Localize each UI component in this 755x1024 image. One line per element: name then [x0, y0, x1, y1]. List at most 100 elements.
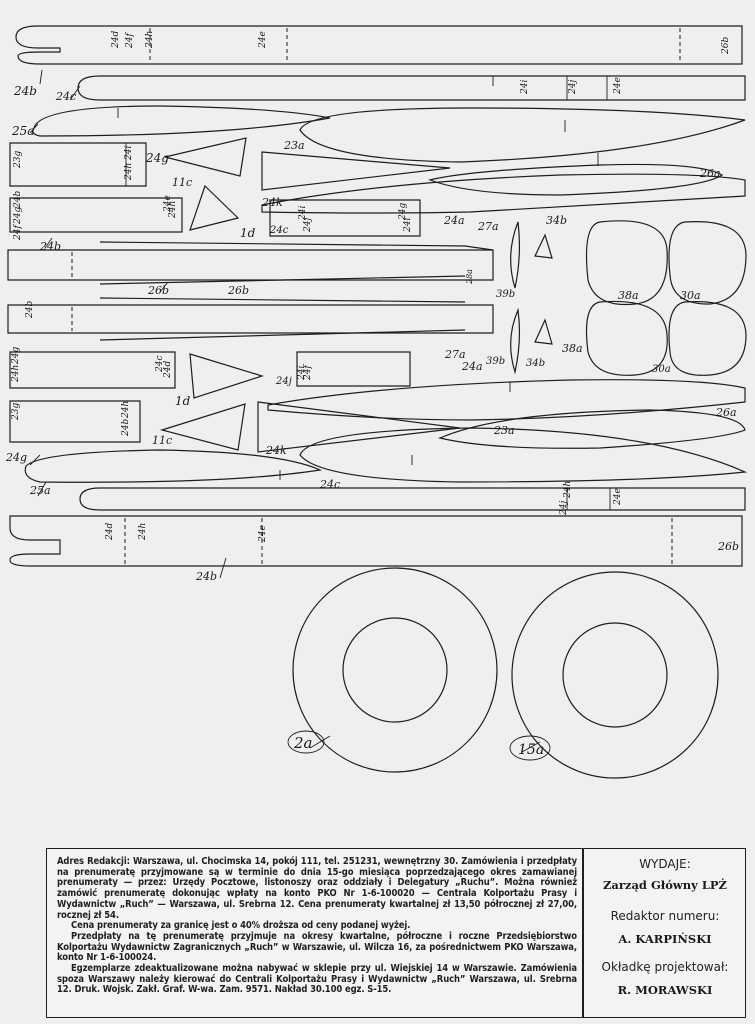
part-label-26a-b: 26a — [715, 406, 737, 419]
part-label-1d-a: 1d — [240, 226, 256, 240]
imprint-divider — [582, 849, 584, 1017]
part-label-24f-c: 24f — [303, 364, 313, 381]
part-label-24j-d: 24j — [559, 501, 569, 516]
rib-24a-lower — [267, 379, 746, 421]
part-label-26a-a: 26a — [699, 167, 721, 180]
part-label-24e-d: 24e — [258, 525, 268, 543]
part-label-26b-c: 26b — [227, 284, 249, 297]
part-label-24d-b: 24d — [163, 361, 173, 379]
part-label-24h-b: 24h — [124, 163, 134, 181]
label-leader-lines — [29, 69, 541, 753]
rib-airfoils-upper — [32, 105, 746, 163]
part-label-24d-c: 24d — [105, 523, 115, 541]
label-ring-15a — [509, 735, 551, 761]
part-label-24g-e: 24g — [5, 451, 27, 464]
part-label-24h-g: 24h — [138, 523, 148, 541]
part-label-39b-b: 39b — [486, 356, 505, 367]
part-label-1d-b: 1d — [175, 394, 191, 408]
part-label-24i-c: 24i — [298, 206, 308, 221]
part-label-24b-e: 24b — [121, 419, 131, 437]
cover-designer-name: R. MORAWSKI — [617, 983, 713, 997]
plate-24b-top — [9, 184, 421, 237]
part-label-24j-a: 24j — [568, 80, 578, 95]
part-label-24h-c: 24h — [168, 201, 178, 219]
part-label-24b-c: 24b — [39, 240, 61, 253]
part-label-24e-c: 24e — [163, 195, 173, 213]
part-label-15a-a: 15a — [518, 742, 544, 758]
editor-name: A. KARPIŃSKI — [618, 932, 712, 946]
part-label-24g-b: 24g — [13, 207, 23, 225]
part-label-24b-b: 24b — [13, 191, 23, 209]
imprint-credits: WYDAJE: Zarząd Główny LPŻ Redaktor numer… — [584, 849, 746, 1017]
part-label-24g-a: 24g — [145, 151, 169, 165]
stick-26b-upper — [7, 241, 494, 285]
part-label-26b-b: 26b — [147, 284, 169, 297]
strip-part-24c-lower — [79, 487, 746, 511]
part-label-24i-d: 24i — [403, 218, 413, 233]
part-label-24i-a: 24i — [520, 80, 530, 95]
part-label-38a-b: 38a — [562, 342, 583, 355]
stick-26b-lower — [7, 297, 494, 341]
small-parts-34b-39b — [510, 221, 553, 375]
imprint-paragraph-address: Adres Redakcji: Warszawa, ul. Chocimska … — [57, 856, 577, 921]
part-label-30a-b: 30a — [652, 364, 671, 375]
part-label-24h-e: 24h — [121, 401, 131, 419]
strip-part-24c-top — [77, 75, 746, 101]
publisher-name: Zarząd Główny LPŻ — [603, 878, 727, 892]
part-label-24h-f: 24h — [563, 481, 573, 499]
frames-38a-30a — [585, 220, 747, 376]
imprint-paragraph-subscription: Przedpłaty na tę prenumeratę przyjmuje n… — [57, 930, 577, 964]
part-label-24k-b: 24k — [265, 444, 287, 457]
part-label-23g-b: 23g — [11, 403, 21, 421]
part-label-24h-a: 24h — [145, 31, 155, 49]
part-label-11c-b: 11c — [152, 434, 172, 447]
plate-23g-lower — [9, 400, 246, 451]
spar-part-top — [15, 25, 743, 65]
part-label-24e-a: 24e — [258, 31, 268, 49]
part-label-26b-a: 26b — [721, 37, 731, 55]
wheel-15a — [511, 571, 719, 779]
part-label-24b-d: 24b — [25, 301, 35, 319]
part-label-25a-a: 25a — [11, 124, 34, 138]
part-label-24c-a: 24c — [55, 90, 76, 103]
part-label-34b-a: 34b — [546, 214, 567, 227]
plate-23g-top — [9, 137, 247, 187]
part-label-23a-b: 23a — [493, 424, 515, 437]
editor-label: Redaktor numeru: — [610, 909, 720, 923]
part-label-24g-c: 24g — [398, 203, 408, 221]
part-label-24a-b: 24a — [461, 360, 483, 373]
part-label-24e-b: 24e — [613, 77, 623, 95]
rib-airfoils-lower — [24, 427, 748, 483]
part-label-27a-a: 27a — [477, 220, 499, 233]
spar-part-bottom — [9, 515, 743, 567]
part-label-24a-a: 24a — [443, 214, 465, 227]
part-label-24i-e: 24i — [297, 366, 307, 381]
imprint-text: Adres Redakcji: Warszawa, ul. Chocimska … — [57, 856, 577, 1009]
part-label-2a-a: 2a — [293, 734, 313, 752]
part-label-24f-a: 24f — [125, 32, 135, 49]
part-label-30a-a: 30a — [680, 289, 701, 302]
rib-24a-top — [261, 173, 746, 214]
part-label-24c-d: 24c — [319, 478, 340, 491]
part-label-24e-e: 24e — [613, 488, 623, 506]
part-label-24c-c: 24c — [155, 356, 165, 374]
part-label-27a-b: 27a — [444, 348, 466, 361]
part-label-24b-f: 24b — [195, 570, 217, 583]
imprint-box: Adres Redakcji: Warszawa, ul. Chocimska … — [46, 848, 746, 1018]
label-ring-2a — [287, 730, 325, 754]
part-label-25a-b: 25a — [29, 484, 51, 497]
part-label-24g-d: 24g — [11, 347, 21, 365]
blade-26a-lower — [257, 401, 746, 453]
part-label-24b-a: 24b — [13, 84, 37, 98]
part-label-24j-c: 24j — [275, 376, 292, 387]
imprint-paragraph-back-issues: Egzemplarze zdeaktualizowane można nabyw… — [57, 963, 577, 996]
part-label-24h-d: 24h — [11, 365, 21, 383]
wheel-2a — [292, 567, 498, 773]
part-label-34b-b: 34b — [526, 358, 545, 369]
cover-designer-label: Okładkę projektował: — [601, 960, 729, 974]
part-label-11c-a: 11c — [172, 176, 192, 189]
part-label-24j-b: 24j — [303, 218, 313, 233]
publisher-label: WYDAJE: — [639, 857, 691, 871]
part-label-26b-d: 26b — [717, 540, 739, 553]
